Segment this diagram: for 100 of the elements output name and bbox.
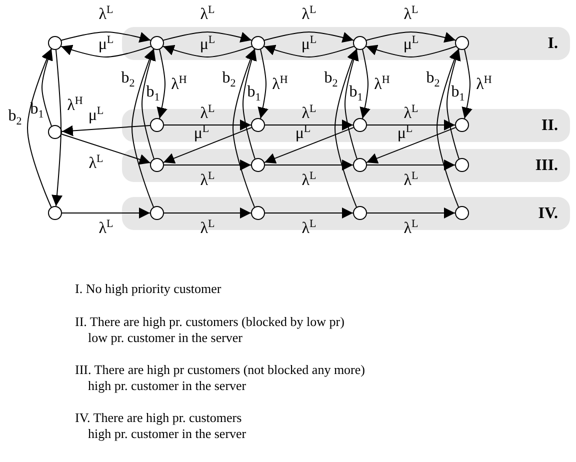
transition-arrow [242,48,257,160]
rate-label: λ$^{L}$ [200,104,215,122]
legend-note: high pr. customer in the server [88,378,246,394]
rate-label: b$_{1}$ [30,100,44,120]
rate-label: μ$^{L}$ [200,34,216,54]
transition-arrow [264,32,354,43]
rate-label: λ$^{L}$ [404,218,418,238]
transition-arrow [232,48,256,208]
state-circle [150,36,164,50]
transition-arrow [132,48,154,208]
legend-note: I. No high priority customer [75,281,222,297]
rate-label: λ$^{L}$ [200,218,215,238]
legend-note: IV. There are high pr. customers [75,410,242,426]
rate-label: λ$^{L}$ [98,218,114,238]
rate-label: b$_{2}$ [121,70,135,90]
rate-label: λ$^{H}$ [272,74,288,94]
rate-label: μ$^{L}$ [301,34,317,54]
state-circle [353,118,367,132]
level-label: I. [548,34,558,52]
transition-arrow [42,48,53,126]
rate-label: λ$^{L}$ [302,104,316,122]
transition-arrow [258,49,268,119]
transition-arrow [446,48,461,160]
transition-arrow [366,44,456,58]
rate-label: λ$^{L}$ [404,104,418,122]
rate-label: b$_{2}$ [222,70,236,90]
rate-label: μ$^{L}$ [403,34,419,54]
rate-label: b$_{2}$ [8,108,22,128]
transition-arrow [60,44,152,58]
state-circle [150,206,164,220]
transition-arrow [264,160,354,170]
rate-label: λ$^{L}$ [98,4,114,24]
transition-arrow [462,49,472,119]
level-label: IV. [538,204,558,222]
state-circle [251,36,265,50]
transition-arrow [156,49,168,119]
transition-arrow [27,48,52,208]
transition-arrow [52,49,62,207]
transition-arrow [366,208,456,218]
state-circle [353,206,367,220]
state-circle [48,206,62,220]
transition-arrow [264,44,354,58]
transition-arrow [366,32,456,43]
rate-label: λ$^{L}$ [200,4,215,24]
transition-arrow [264,120,354,130]
transition-arrow [366,127,456,164]
state-circle [48,36,62,50]
transition-arrow [164,208,252,218]
rate-label: b$_{1}$ [349,84,363,104]
state-circle [251,118,265,132]
state-circle [455,118,469,132]
legend-note: low pr. customer in the server [88,330,243,346]
transition-arrow [436,48,460,208]
transition-arrow [344,48,359,160]
transition-arrow [366,160,456,170]
state-circle [48,125,62,139]
rate-label: b$_{2}$ [324,70,338,90]
rate-label: λ$^{L}$ [404,4,418,24]
rate-label: b$_{1}$ [247,84,261,104]
transition-arrow [164,160,252,170]
transition-arrow [264,127,354,164]
rate-label: μ$^{L}$ [88,105,104,124]
level-band [122,27,570,60]
state-circle [150,118,164,132]
transition-arrow [360,49,370,119]
level-label: II. [542,116,558,134]
transition-arrow [142,48,156,160]
transition-arrow [162,44,252,58]
transition-arrow [164,120,252,130]
transition-arrow [62,208,150,218]
transition-arrow [60,32,152,43]
rate-label: μ$^{L}$ [98,34,114,54]
rate-label: λ$^{H}$ [67,96,83,114]
rate-label: λ$^{H}$ [476,74,492,94]
state-circle [455,206,469,220]
rate-label: λ$^{L}$ [302,4,316,24]
state-circle [150,158,164,172]
rate-label: b$_{1}$ [146,84,160,104]
rate-label: λ$^{H}$ [171,74,187,94]
state-circle [353,158,367,172]
rate-label: λ$^{H}$ [374,74,390,94]
level-label: III. [535,156,558,174]
state-circle [251,206,265,220]
rate-label: b$_{1}$ [451,84,465,104]
state-circle [251,158,265,172]
state-circle [455,36,469,50]
state-circle [455,158,469,172]
legend-note: II. There are high pr. customers (blocked by low pr) [75,314,344,330]
rate-label: λ$^{L}$ [302,218,316,238]
state-circle [353,36,367,50]
transition-arrow [162,32,252,43]
transition-arrow [61,134,151,165]
rate-label: λ$^{L}$ [200,170,215,190]
rate-label: b$_{2}$ [426,70,440,90]
rate-label: λ$^{L}$ [88,153,104,172]
transition-arrow [163,127,252,164]
rate-label: λ$^{L}$ [302,170,316,190]
transition-arrow [264,208,354,218]
rate-label: λ$^{L}$ [404,170,418,190]
transition-arrow [61,124,151,136]
